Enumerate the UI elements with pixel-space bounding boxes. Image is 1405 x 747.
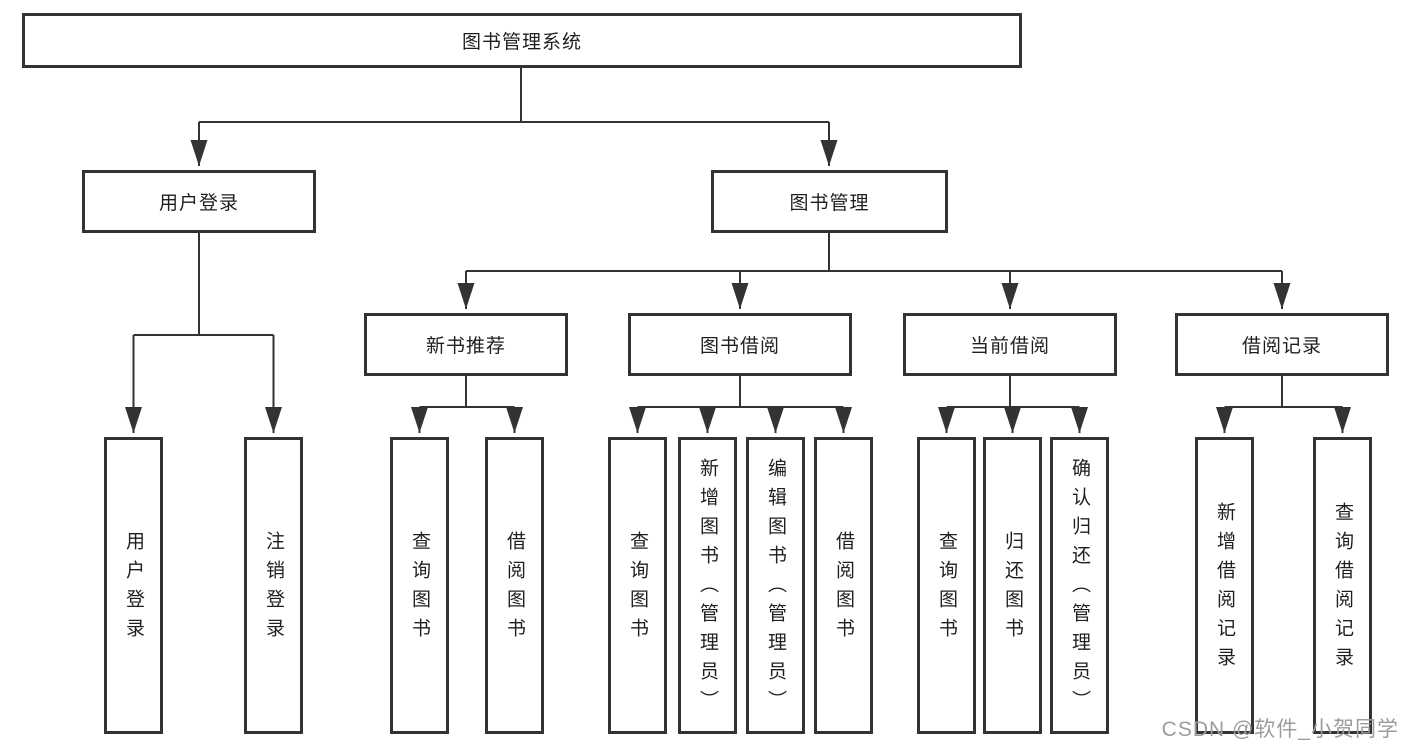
node-book-borrowing: 图书借阅	[628, 313, 852, 376]
node-borrow-books-recommend: 借阅图书	[485, 437, 544, 734]
csdn-watermark: CSDN @软件_小贺同学	[1161, 718, 1399, 741]
node-logout-leaf: 注销登录	[244, 437, 303, 734]
node-confirm-return-admin: 确认归还（管理员）	[1050, 437, 1109, 734]
node-query-books-current: 查询图书	[917, 437, 976, 734]
node-new-book-recommendation: 新书推荐	[364, 313, 568, 376]
node-user-login: 用户登录	[82, 170, 316, 233]
node-query-borrow-record: 查询借阅记录	[1313, 437, 1372, 734]
node-return-book: 归还图书	[983, 437, 1042, 734]
node-borrowing-records: 借阅记录	[1175, 313, 1389, 376]
node-user-login-leaf: 用户登录	[104, 437, 163, 734]
node-add-book-admin: 新增图书（管理员）	[678, 437, 737, 734]
node-book-management: 图书管理	[711, 170, 948, 233]
node-borrow-books-borrowing: 借阅图书	[814, 437, 873, 734]
node-add-borrow-record: 新增借阅记录	[1195, 437, 1254, 734]
node-edit-book-admin: 编辑图书（管理员）	[746, 437, 805, 734]
node-current-borrowing: 当前借阅	[903, 313, 1117, 376]
node-query-books-recommend: 查询图书	[390, 437, 449, 734]
node-library-management-system: 图书管理系统	[22, 13, 1022, 68]
node-query-books-borrowing: 查询图书	[608, 437, 667, 734]
